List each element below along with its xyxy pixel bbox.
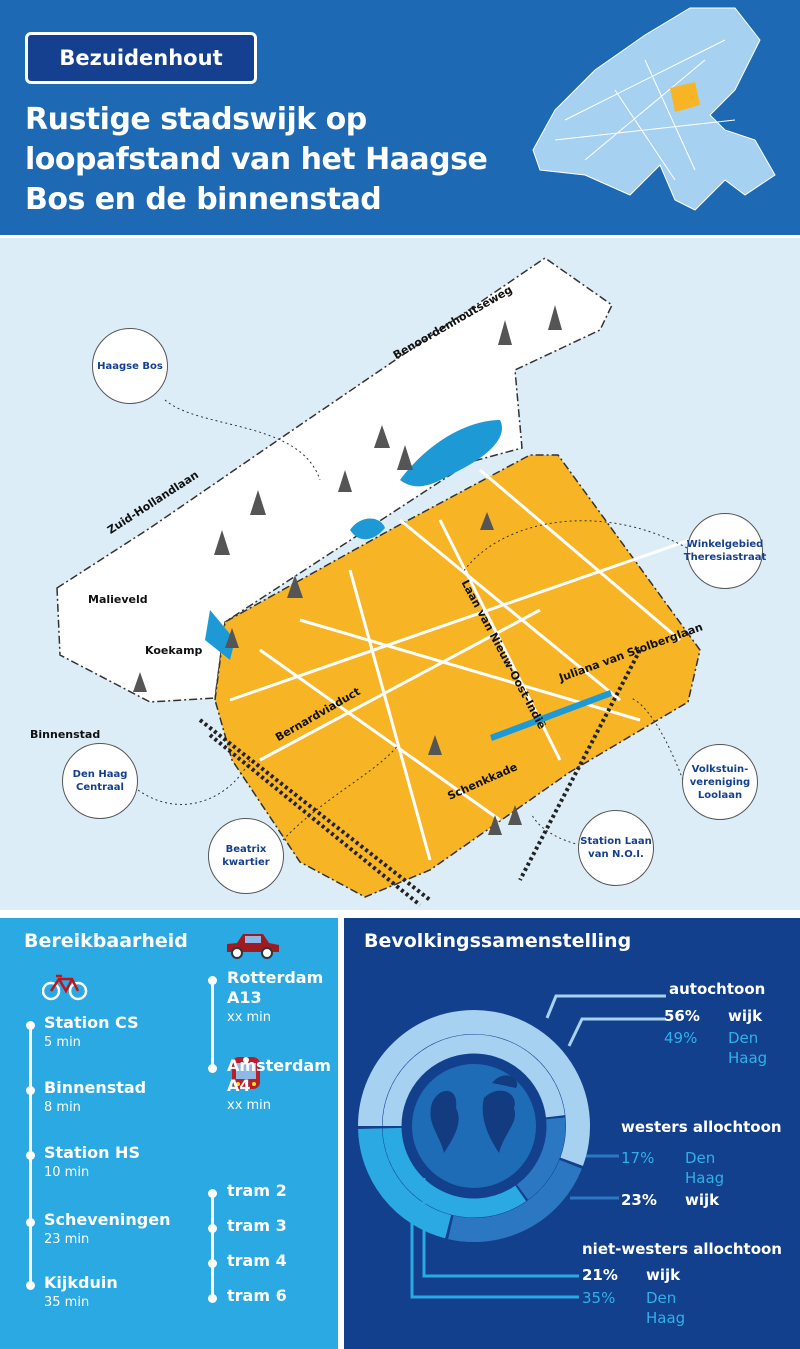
timeline-dot xyxy=(208,1189,217,1198)
district-map: Benoordenhoutseweg Zuid-Hollandlaan Mali… xyxy=(0,238,800,910)
place-label: Koekamp xyxy=(145,644,203,657)
reach-title: Bereikbaarheid xyxy=(24,930,188,952)
timeline-dot xyxy=(208,976,217,985)
highway: A4 xyxy=(227,1076,251,1095)
denhaag-percent: 49% xyxy=(664,1029,698,1047)
den-haag-segment-1 xyxy=(516,1117,566,1200)
wijk-segment-1 xyxy=(448,1159,582,1242)
travel-time: 8 min xyxy=(44,1100,81,1115)
group-label: autochtoon xyxy=(669,980,766,998)
wijk-segment-0 xyxy=(358,1010,590,1166)
callout-den-haag-centraal: Den Haag Centraal xyxy=(62,743,138,819)
population-title: Bevolkingssamenstelling xyxy=(364,930,632,952)
callout-haagse-bos: Haagse Bos xyxy=(92,328,168,404)
tram-line: tram 6 xyxy=(227,1286,287,1305)
bike-destination: Scheveningen 23 min xyxy=(44,1210,171,1250)
timeline-dot xyxy=(208,1064,217,1073)
travel-time: 35 min xyxy=(44,1295,90,1310)
population-donut xyxy=(358,994,666,1299)
den-haag-segment-2 xyxy=(382,1127,527,1218)
denhaag-label: Den Haag xyxy=(685,1149,725,1187)
destination-name: Kijkduin xyxy=(44,1273,118,1292)
travel-time: 10 min xyxy=(44,1165,90,1180)
tram-line: tram 4 xyxy=(227,1251,287,1270)
destination-name: Station HS xyxy=(44,1143,140,1162)
wijk-percent: 23% xyxy=(621,1191,657,1209)
tram-line: tram 2 xyxy=(227,1181,287,1200)
destination-name: Scheveningen xyxy=(44,1210,171,1229)
timeline-dot xyxy=(26,1021,35,1030)
place-label: Binnenstad xyxy=(30,728,101,741)
travel-time: xx min xyxy=(227,1098,272,1113)
group-label: westers allochtoon xyxy=(621,1118,782,1136)
callout-volkstuin: Volkstuin-vereniging Loolaan xyxy=(682,744,758,820)
timeline-dot xyxy=(26,1281,35,1290)
group-label: niet-westers allochtoon xyxy=(582,1240,782,1258)
district-badge: Bezuidenhout xyxy=(25,32,257,84)
denhaag-label: Den Haag xyxy=(728,1029,768,1067)
car-icon xyxy=(227,934,279,959)
travel-time: 23 min xyxy=(44,1232,90,1247)
bicycle-icon xyxy=(42,974,88,1001)
tram-icon xyxy=(232,1057,260,1089)
bike-destination: Kijkduin 35 min xyxy=(44,1273,118,1313)
wijk-percent: 56% xyxy=(664,1007,700,1025)
callout-beatrixkwartier: Beatrix kwartier xyxy=(208,818,284,894)
trees xyxy=(133,305,562,835)
map-drawing xyxy=(56,257,701,907)
city-overview-map xyxy=(532,7,776,211)
timeline-dot xyxy=(208,1259,217,1268)
timeline-dot xyxy=(26,1218,35,1227)
header: Bezuidenhout Rustige stadswijk op loopaf… xyxy=(0,0,800,235)
timeline-dot xyxy=(26,1151,35,1160)
wijk-label: wijk xyxy=(646,1266,681,1284)
page-title: Rustige stadswijk op loopafstand van het… xyxy=(25,102,488,217)
population-panel: Bevolkingssamenstelling autochtoon 56% wij… xyxy=(344,918,800,1349)
timeline-dot xyxy=(208,1294,217,1303)
wijk-segment-2 xyxy=(358,1128,452,1239)
bike-destination: Station CS 5 min xyxy=(44,1013,139,1053)
den-haag-segment-0 xyxy=(382,1034,565,1127)
travel-time: xx min xyxy=(227,1010,272,1025)
destination-name: Rotterdam xyxy=(227,968,324,987)
wijk-label: wijk xyxy=(685,1191,720,1209)
destination-name: Station CS xyxy=(44,1013,139,1032)
wijk-label: wijk xyxy=(728,1007,763,1025)
callout-station-noi: Station Laan van N.O.I. xyxy=(578,810,654,886)
timeline-dot xyxy=(26,1086,35,1095)
destination-name: Amsterdam xyxy=(227,1056,331,1075)
bike-destination: Binnenstad 8 min xyxy=(44,1078,146,1118)
place-label: Malieveld xyxy=(88,593,148,606)
travel-time: 5 min xyxy=(44,1035,81,1050)
wijk-percent: 21% xyxy=(582,1266,618,1284)
bike-destination: Station HS 10 min xyxy=(44,1143,140,1183)
destination-name: Binnenstad xyxy=(44,1078,147,1097)
denhaag-label: Den Haag xyxy=(646,1289,686,1327)
callout-winkelgebied: Winkelgebied Theresiastraat xyxy=(684,513,766,589)
globe-icon xyxy=(412,1064,536,1188)
timeline-dot xyxy=(208,1224,217,1233)
tram-line: tram 3 xyxy=(227,1216,287,1235)
highlighted-district xyxy=(670,82,700,112)
denhaag-percent: 35% xyxy=(582,1289,616,1307)
denhaag-percent: 17% xyxy=(621,1149,655,1167)
highway: A13 xyxy=(227,988,262,1007)
